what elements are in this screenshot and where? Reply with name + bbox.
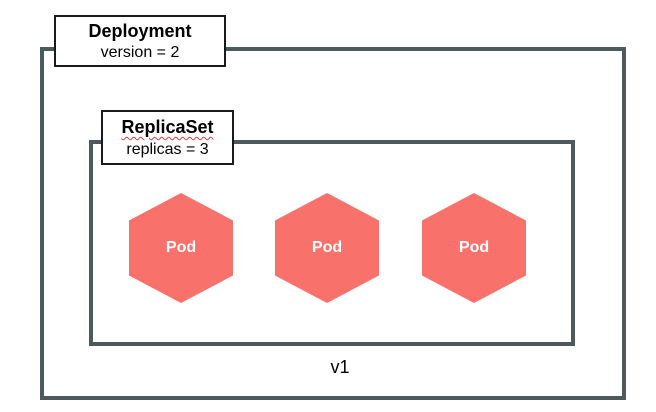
deployment-version: version = 2: [100, 44, 180, 61]
pod-label: Pod: [311, 239, 343, 256]
replicaset-title: ReplicaSet: [121, 117, 214, 137]
pod-3: Pod: [422, 193, 526, 303]
pod-hexagon-icon: [275, 193, 379, 303]
version-tag: v1: [330, 357, 350, 377]
pod-1: Pod: [129, 193, 233, 303]
pod-label: Pod: [458, 239, 490, 256]
replicaset-replicas: replicas = 3: [126, 141, 209, 158]
deployment-title: Deployment: [88, 21, 192, 41]
replicaset-label-box: ReplicaSet replicas = 3: [101, 110, 234, 165]
pod-hexagon-icon: [422, 193, 526, 303]
deployment-frame: [40, 47, 626, 400]
pod-label: Pod: [165, 239, 197, 256]
pod-2: Pod: [275, 193, 379, 303]
replicaset-frame: [89, 140, 575, 346]
deployment-label-box: Deployment version = 2: [54, 15, 226, 67]
pod-hexagon-icon: [129, 193, 233, 303]
